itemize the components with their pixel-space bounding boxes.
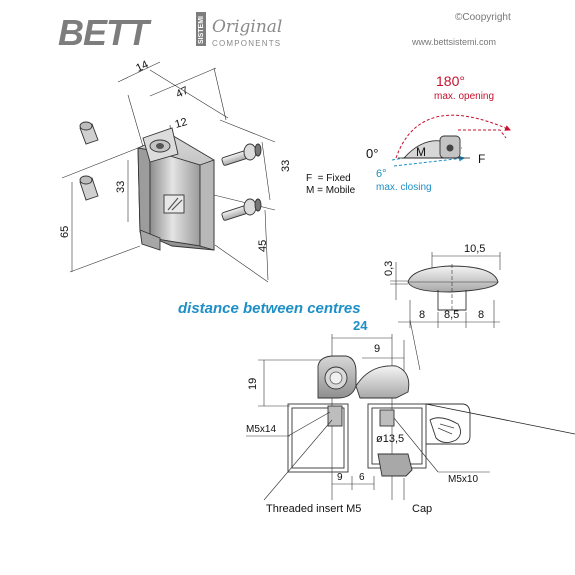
- dim-8-right: 8: [478, 309, 484, 321]
- logo-word: BETT: [58, 12, 152, 53]
- dim-9-top: 9: [374, 343, 380, 355]
- brand-logo: BETT SISTEMI Original COMPONENTS: [58, 12, 282, 53]
- label-open: max. opening: [434, 91, 494, 102]
- pin-detail: 10,5 0,3 8 8,5 8: [383, 243, 501, 328]
- dim-45: 45: [257, 240, 269, 252]
- centre-value: 24: [353, 318, 368, 333]
- label-cap: Cap: [412, 503, 432, 515]
- angle-close: 6°: [376, 168, 387, 180]
- tagline-bottom: COMPONENTS: [212, 39, 281, 48]
- dim-33-left: 33: [115, 181, 127, 193]
- dim-6: 6: [359, 472, 365, 483]
- logo-sub-box: [196, 12, 206, 46]
- marker-f: F: [478, 152, 485, 166]
- dim-9-bottom: 9: [337, 472, 343, 483]
- tagline-top: Original: [212, 17, 282, 37]
- dim-8-5: 8,5: [444, 309, 459, 321]
- dim-14: 14: [134, 59, 150, 75]
- bolt-lower: [221, 198, 262, 221]
- dim-12: 12: [174, 116, 189, 131]
- section-view: distance between centres 24 9 19: [178, 300, 575, 515]
- dim-0-3: 0,3: [383, 261, 395, 276]
- insert-upper: [79, 121, 99, 145]
- rotation-diagram: 180° max. opening 0° 6° max. closing M F…: [306, 73, 511, 196]
- label-m5x10: M5x10: [448, 474, 478, 485]
- hinge-perspective-view: 14 47 12 33 33 65 45: [59, 59, 292, 283]
- insert-lower: [79, 175, 99, 201]
- logo-sub: SISTEMI: [198, 16, 205, 44]
- dim-19: 19: [247, 378, 259, 390]
- label-close: max. closing: [376, 182, 432, 193]
- copyright-text: ©Coopyright: [455, 12, 511, 23]
- legend-fixed: F = Fixed: [306, 173, 351, 184]
- dim-47: 47: [174, 85, 190, 101]
- label-threaded-insert: Threaded insert M5: [266, 503, 361, 515]
- dim-diameter-13-5: ø13,5: [376, 433, 404, 445]
- marker-m: M: [416, 145, 426, 159]
- section-heading: distance between centres: [178, 300, 361, 317]
- dim-33-right: 33: [280, 160, 292, 172]
- label-m5x14: M5x14: [246, 424, 276, 435]
- website-text: www.bettsistemi.com: [411, 37, 496, 47]
- angle-open: 180°: [436, 73, 465, 89]
- dim-8-left: 8: [419, 309, 425, 321]
- legend-mobile: M = Mobile: [306, 185, 356, 196]
- angle-zero: 0°: [366, 146, 378, 161]
- dim-10-5: 10,5: [464, 243, 485, 255]
- bolt-upper: [221, 143, 262, 166]
- dim-65: 65: [59, 226, 71, 238]
